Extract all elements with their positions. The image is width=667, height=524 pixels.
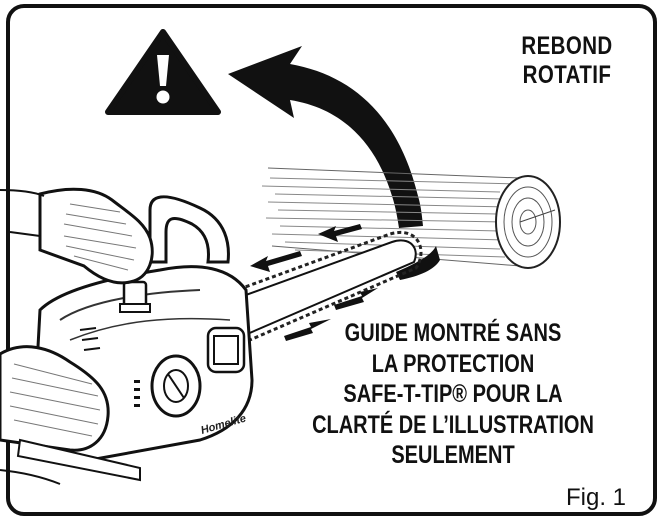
warning-title: REBOND ROTATIF (506, 32, 629, 90)
chain-direction-arrows (250, 224, 440, 341)
caption-line2: LA PROTECTION (371, 349, 535, 378)
caption-line5: SEULEMENT (391, 441, 515, 469)
caption-line4: CLARTÉ DE L’ILLUSTRATION (312, 410, 594, 439)
guide-caption: GUIDE MONTRÉ SANS LA PROTECTION SAFE-T-T… (305, 318, 601, 471)
warning-title-line2: ROTATIF (522, 61, 612, 89)
guide-bar (225, 230, 423, 348)
gloved-hands (0, 187, 154, 485)
caption-line1: GUIDE MONTRÉ SANS (344, 319, 562, 347)
figure-label: Fig. 1 (566, 484, 627, 511)
log (261, 167, 561, 269)
caption-line3: SAFE-T-TIP® POUR LA (343, 380, 563, 408)
warning-triangle-icon (105, 29, 221, 115)
rotation-arrow (228, 46, 423, 228)
warning-title-line1: REBOND (521, 32, 613, 60)
